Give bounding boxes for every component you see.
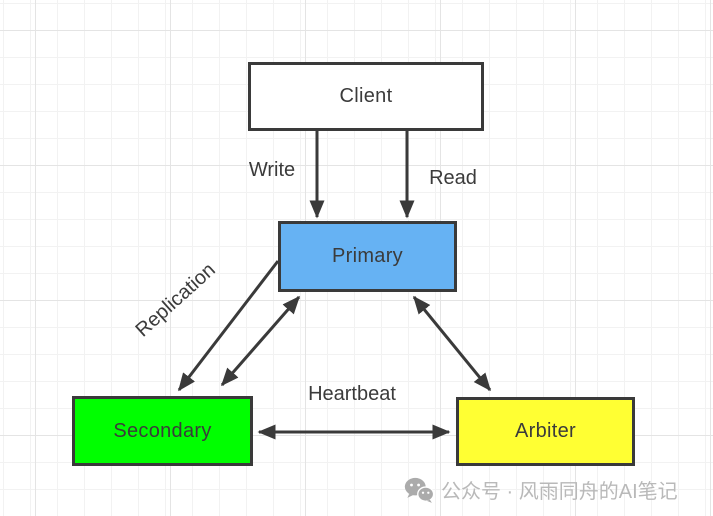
edge-label-read: Read xyxy=(429,167,477,189)
node-arbiter: Arbiter xyxy=(456,397,635,466)
node-secondary: Secondary xyxy=(72,396,253,466)
edge-label-heartbeat: Heartbeat xyxy=(308,383,396,405)
watermark: 公众号 · 风雨同舟的AI笔记 xyxy=(404,475,678,504)
edge-primary-secondary-heartbeat-arrow xyxy=(220,295,301,387)
edge-primary-arbiter-heartbeat-arrow xyxy=(412,295,492,392)
edge-label-replication: Replication xyxy=(131,258,220,342)
node-client-label: Client xyxy=(339,85,393,107)
node-client: Client xyxy=(248,62,484,131)
edge-label-write: Write xyxy=(248,159,296,181)
node-primary-label: Primary xyxy=(332,245,403,267)
node-arbiter-label: Arbiter xyxy=(514,420,576,442)
watermark-text: 公众号 · 风雨同舟的AI笔记 xyxy=(441,481,678,503)
node-secondary-label: Secondary xyxy=(113,419,212,442)
wechat-icon xyxy=(404,477,434,503)
node-primary: Primary xyxy=(278,221,457,292)
